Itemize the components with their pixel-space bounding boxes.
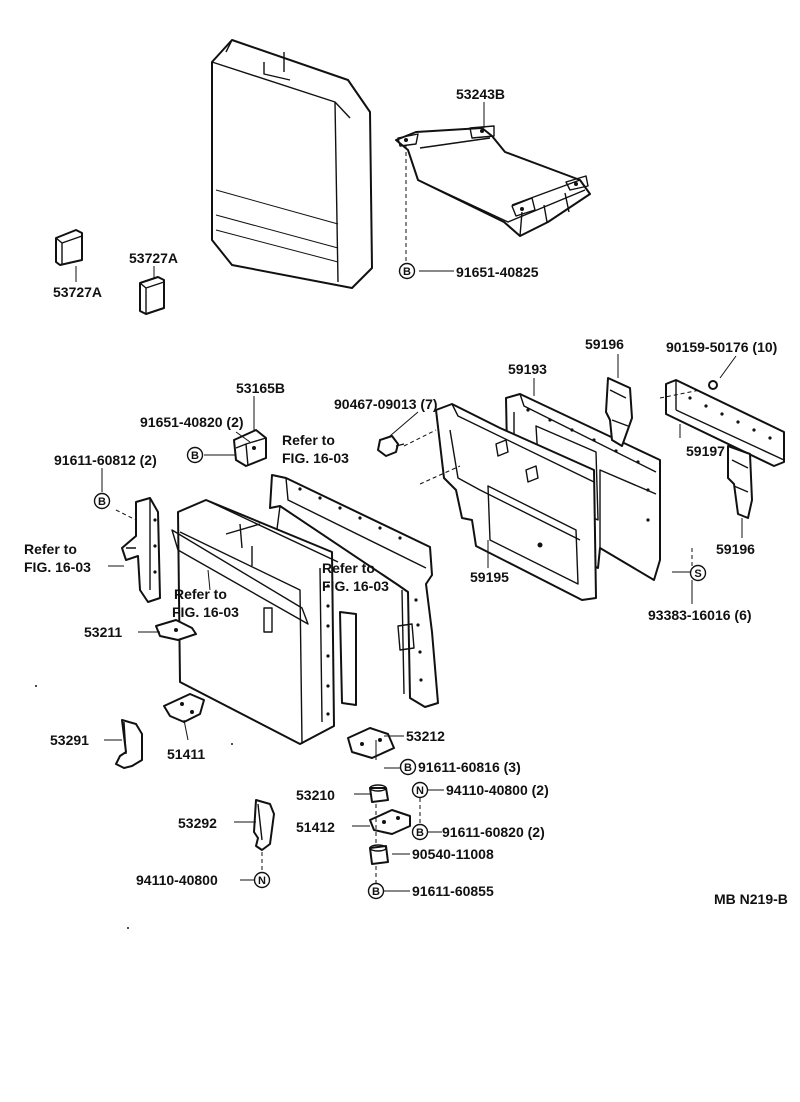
drawing-code: MB N219-B [714,891,788,907]
block-53727A-drawing [55,229,165,315]
panel-59195-drawing [435,403,597,601]
refer-note-a-line1: Refer to [282,432,335,448]
svg-text:B: B [372,886,380,898]
label-53727A-top: 53727A [129,250,178,266]
label-59196-bottom: 59196 [716,541,755,557]
cushion-53210-drawing [369,784,389,803]
left-bracket-drawing [121,497,161,603]
label-53243B: 53243B [456,86,505,102]
label-91651-40820: 91651-40820 (2) [140,414,244,430]
svg-text:B: B [404,762,412,774]
refer-note-c-line1: Refer to [322,560,375,576]
label-91611-60816: 91611-60816 (3) [418,759,521,775]
label-90467-09013: 90467-09013 (7) [334,396,438,412]
label-91651-40825: 91651-40825 [456,264,539,280]
bracket-53243B-drawing [395,125,591,237]
label-53165B: 53165B [236,380,285,396]
svg-text:S: S [694,568,701,580]
bracket-59196-bottom-drawing [727,445,753,519]
screw-90159-drawing [708,380,718,390]
bolt-symbol-91651-40820: B [186,446,204,464]
label-53727A-left: 53727A [53,284,102,300]
svg-text:B: B [191,450,199,462]
label-91611-60855: 91611-60855 [412,883,494,899]
label-93383-16016: 93383-16016 (6) [648,607,752,623]
svg-text:B: B [416,827,424,839]
bracket-51411-drawing [163,693,205,723]
svg-text:N: N [258,875,266,887]
label-53211: 53211 [84,624,122,640]
label-90159-50176: 90159-50176 (10) [666,339,777,355]
label-53291: 53291 [50,732,89,748]
label-94110-40800-2: 94110-40800 (2) [446,782,549,798]
label-53292: 53292 [178,815,217,831]
bracket-53291-drawing [115,719,143,769]
reference-notes: Refer to FIG. 16-03 Refer to FIG. 16-03 … [24,432,389,620]
label-59197: 59197 [686,443,725,459]
svg-text:B: B [98,496,106,508]
bracket-53292-drawing [253,799,275,851]
label-90540-11008: 90540-11008 [412,846,494,862]
part-labels: 53243B 91651-40825 53727A 53727A 59196 9… [50,86,777,899]
label-51412: 51412 [296,819,335,835]
label-59193: 59193 [508,361,547,377]
bracket-53165B-drawing [233,429,267,467]
refer-note-b-line1: Refer to [24,541,77,557]
clip-90467-drawing [377,435,405,457]
bolt-symbol-91611-60816: B [399,758,417,776]
label-91611-60812: 91611-60812 (2) [54,452,157,468]
radiator-panel-drawing [211,39,373,289]
bracket-59196-top-drawing [605,377,633,447]
bracket-51412-drawing [369,809,411,835]
label-91611-60820: 91611-60820 (2) [442,824,545,840]
bracket-53211-drawing [155,619,197,641]
bolt-symbol-91611-60812: B [93,492,111,510]
nut-symbol-94110-40800-2: N [411,781,429,799]
refer-note-a-line2: FIG. 16-03 [282,450,349,466]
bolt-symbol-91611-60820: B [411,823,429,841]
label-53210: 53210 [296,787,335,803]
refer-note-b-line2: FIG. 16-03 [24,559,91,575]
svg-text:B: B [403,266,411,278]
label-94110-40800: 94110-40800 [136,872,218,888]
refer-note-d-line1: Refer to [174,586,227,602]
center-frame-drawing [269,474,439,708]
bolt-symbol-91611-60855: B [367,882,385,900]
cushion-90540-drawing [369,844,389,865]
leader-lines [75,102,743,892]
label-51411: 51411 [167,746,205,762]
label-53212: 53212 [406,728,445,744]
refer-note-d-line2: FIG. 16-03 [172,604,239,620]
label-59196-top: 59196 [585,336,624,352]
bracket-53212-drawing [347,727,395,759]
svg-text:N: N [416,785,424,797]
left-radiator-drawing [171,499,357,745]
screw-symbol-93383-16016: S [689,564,707,582]
bolt-symbol-91651-40825: B [398,262,416,280]
label-59195: 59195 [470,569,509,585]
refer-note-c-line2: FIG. 16-03 [322,578,389,594]
nut-symbol-94110-40800: N [253,871,271,889]
